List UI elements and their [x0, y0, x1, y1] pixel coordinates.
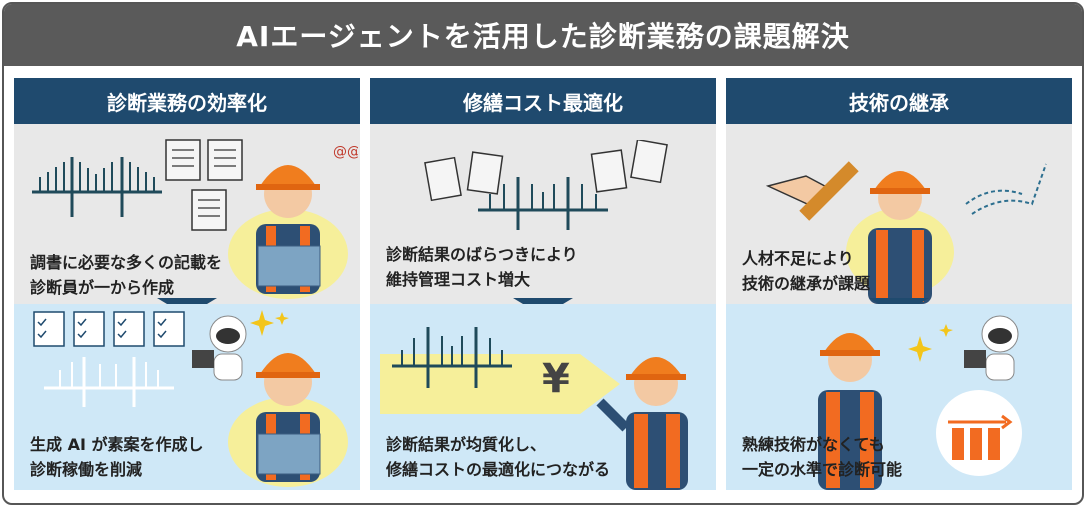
sparkle-icon [908, 324, 953, 362]
problem-line: 診断結果のばらつきにより [386, 245, 578, 264]
problem-line: 技術の継承が課題 [742, 274, 871, 293]
solution-line: 一定の水準で診断可能 [742, 460, 903, 479]
bridge-icon [44, 357, 174, 407]
problem-line: 診断員が一から作成 [30, 278, 175, 297]
solution-line: 診断結果が均質化し、 [386, 435, 547, 454]
worker-icon [818, 333, 882, 490]
solution-panel: 生成 AI が素案を作成し 診断稼働を削減 [14, 304, 360, 490]
document-icon [165, 139, 243, 231]
solution-line: 修繕コストの最適化につながる [386, 460, 611, 479]
solution-line: 診断稼働を削減 [30, 460, 143, 479]
column-heading: 診断業務の効率化 [14, 78, 360, 124]
robot-icon [964, 315, 1019, 381]
solution-line: 熟練技術がなくても [742, 435, 885, 454]
worker-icon [596, 357, 688, 490]
solution-panel: ¥ 診断結果が均質化し、 修繕コストの最適化につながる [370, 304, 716, 490]
document-icon [424, 151, 504, 202]
problem-panel: 診断結果のばらつきにより 維持管理コスト増大 [370, 124, 716, 304]
column-heading: 技術の継承 [726, 78, 1072, 124]
problem-panel: @@@ 調書に必要な多くの記載を 診断員が一から作成 [14, 124, 360, 304]
sparkle-icon [250, 310, 289, 336]
problem-line: 維持管理コスト増大 [386, 270, 531, 289]
handshake-icon [766, 161, 859, 221]
sketch-icon [965, 163, 1047, 215]
column-skill-succession: 技術の継承 人材不足により 技術の継承が課題 [726, 78, 1072, 490]
column-heading: 修繕コスト最適化 [370, 78, 716, 124]
solution-text: 熟練技術がなくても 一定の水準で診断可能 [742, 432, 902, 482]
bridge-icon [32, 157, 162, 217]
solution-panel: 熟練技術がなくても 一定の水準で診断可能 [726, 304, 1072, 490]
solution-line: 生成 AI が素案を作成し [30, 435, 204, 454]
problem-panel: 人材不足により 技術の継承が課題 [726, 124, 1072, 304]
checklist-icon [33, 311, 185, 347]
worker-icon [228, 353, 348, 487]
document-icon [590, 140, 668, 193]
svg-text:@@@: @@@ [333, 144, 358, 160]
chart-icon [936, 390, 1022, 476]
problem-text: 人材不足により 技術の継承が課題 [742, 246, 870, 296]
column-efficiency: 診断業務の効率化 [14, 78, 360, 490]
worker-icon: @@@ [228, 144, 358, 299]
solution-text: 生成 AI が素案を作成し 診断稼働を削減 [30, 432, 203, 482]
problem-text: 診断結果のばらつきにより 維持管理コスト増大 [386, 242, 578, 292]
bridge-icon [392, 327, 512, 388]
column-cost-optimization: 修繕コスト最適化 診断結果のばらつきにより 維持管理コスト増大 ¥ [370, 78, 716, 490]
robot-icon [192, 315, 247, 381]
worker-icon [846, 171, 954, 304]
problem-line: 調書に必要な多くの記載を [30, 253, 223, 272]
problem-text: 調書に必要な多くの記載を 診断員が一から作成 [30, 250, 222, 300]
bridge-icon [478, 177, 608, 230]
solution-text: 診断結果が均質化し、 修繕コストの最適化につながる [386, 432, 610, 482]
yen-symbol: ¥ [542, 356, 570, 402]
yen-arrow-icon [380, 354, 620, 414]
problem-line: 人材不足により [742, 249, 854, 268]
page-title: AIエージェントを活用した診断業務の課題解決 [4, 4, 1082, 66]
